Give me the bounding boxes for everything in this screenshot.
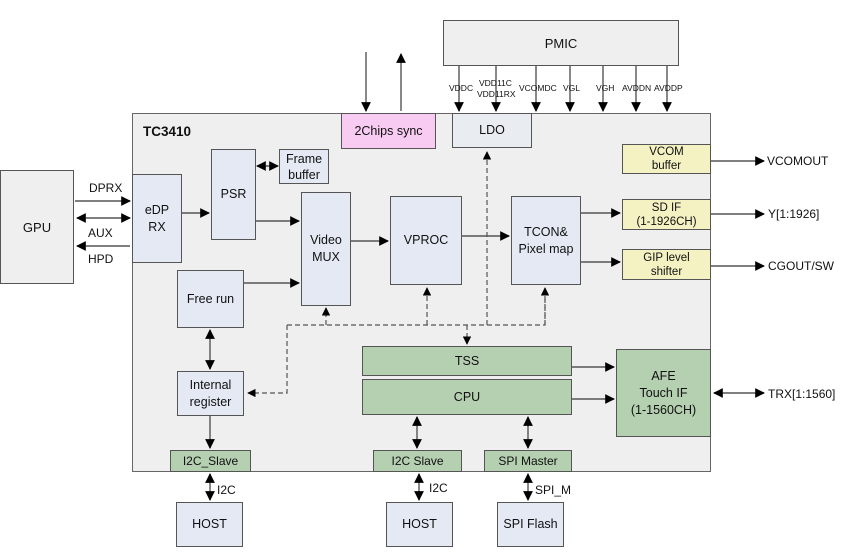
cpu-block[interactable]: CPU [362, 379, 572, 415]
internal-register-label-1: Internal [189, 377, 232, 392]
signal-label-y-out: Y[1:1926] [768, 207, 820, 221]
frame-buffer-label-1: Frame [285, 151, 323, 166]
signal-label-trx: TRX[1:1560] [768, 387, 836, 401]
ldo-label: LDO [479, 123, 505, 137]
signal-label-hpd: HPD [88, 252, 114, 266]
gpu-label: GPU [22, 219, 52, 235]
pmic-label: PMIC [544, 35, 578, 51]
cpu-label: CPU [453, 389, 481, 404]
sd-if-label-1: SD IF [651, 201, 682, 214]
spi-flash-block[interactable]: SPI Flash [497, 502, 564, 547]
internal-register-block[interactable]: Internal register [177, 371, 244, 416]
rail-label-vdd11rx: VDD11RX [477, 89, 516, 99]
signal-label-i2c-2: I2C [429, 481, 448, 495]
signal-label-spi-m: SPI_M [535, 483, 572, 497]
sd-if-label-2: (1-1926CH) [636, 215, 697, 228]
frame-buffer-label-2: buffer [288, 167, 320, 182]
afe-label-1: AFE [651, 368, 676, 383]
rail-label-avddp: AVDDP [654, 83, 683, 93]
rail-label-vgl: VGL [563, 83, 581, 93]
rail-label-vdd11c: VDD11C [479, 78, 512, 88]
vcom-buffer-block[interactable]: VCOM buffer [622, 144, 711, 174]
pmic-block[interactable]: PMIC [443, 20, 679, 66]
rail-label-vgh: VGH [596, 83, 615, 93]
signal-label-dprx: DPRX [89, 181, 123, 195]
i2c-slave-block-1[interactable]: I2C_Slave [170, 450, 251, 472]
signal-label-aux: AUX [88, 226, 113, 240]
tss-block[interactable]: TSS [362, 346, 572, 376]
spi-master-label: SPI Master [498, 453, 558, 468]
video-mux-label-1: Video [310, 233, 342, 247]
i2c-slave-2-label: I2C Slave [391, 453, 444, 468]
sd-if-block[interactable]: SD IF(1-1926CH) [622, 199, 711, 230]
tcon-block[interactable]: TCON&Pixel map [511, 196, 581, 285]
rail-label-avddn: AVDDN [622, 83, 652, 93]
tcon-label-1: TCON& [524, 224, 568, 239]
signal-label-vcomout: VCOMOUT [767, 154, 829, 168]
free-run-block[interactable]: Free run [177, 270, 244, 328]
edp-rx-label-2: RX [148, 219, 166, 234]
host-2-label: HOST [402, 517, 437, 531]
psr-label: PSR [220, 187, 247, 201]
spi-master-block[interactable]: SPI Master [484, 450, 572, 472]
i2c-slave-block-2[interactable]: I2C Slave [373, 450, 462, 472]
vproc-label: VPROC [403, 233, 449, 247]
chips-sync-block[interactable]: 2Chips sync [341, 113, 436, 149]
afe-label-2: Touch IF [639, 385, 688, 400]
free-run-label: Free run [186, 291, 235, 306]
spi-flash-label: SPI Flash [503, 517, 558, 531]
vproc-block[interactable]: VPROC [390, 196, 462, 285]
gip-label-1: GIP level [643, 251, 690, 264]
host-1-label: HOST [192, 517, 227, 531]
vcom-buffer-label-1: VCOM [649, 146, 684, 158]
edp-rx-block[interactable]: eDP RX [132, 174, 182, 263]
gpu-block[interactable]: GPU [0, 170, 74, 284]
host-block-1[interactable]: HOST [176, 502, 243, 547]
ldo-block[interactable]: LDO [452, 113, 532, 148]
afe-touch-if-block[interactable]: AFE Touch IF (1-1560CH) [616, 349, 711, 437]
chips-sync-label: 2Chips sync [354, 123, 423, 138]
video-mux-label-2: MUX [312, 250, 340, 264]
signal-label-i2c-1: I2C [217, 483, 236, 497]
signal-label-cgout: CGOUT/SW [768, 259, 834, 273]
edp-rx-label-1: eDP [144, 202, 170, 217]
i2c-slave-1-label: I2C_Slave [182, 453, 239, 468]
psr-block[interactable]: PSR [211, 149, 256, 240]
host-block-2[interactable]: HOST [386, 502, 453, 547]
rail-label-vcomdc: VCOMDC [519, 83, 557, 93]
chip-title: TC3410 [143, 124, 192, 139]
tss-label: TSS [454, 353, 480, 368]
gip-label-2: shifter [650, 265, 683, 278]
vcom-buffer-label-2: buffer [651, 160, 682, 172]
tcon-label-2: Pixel map [518, 241, 574, 256]
internal-register-label-2: register [189, 394, 232, 409]
rail-label-vddc: VDDC [449, 83, 474, 93]
afe-label-3: (1-1560CH) [630, 402, 697, 417]
